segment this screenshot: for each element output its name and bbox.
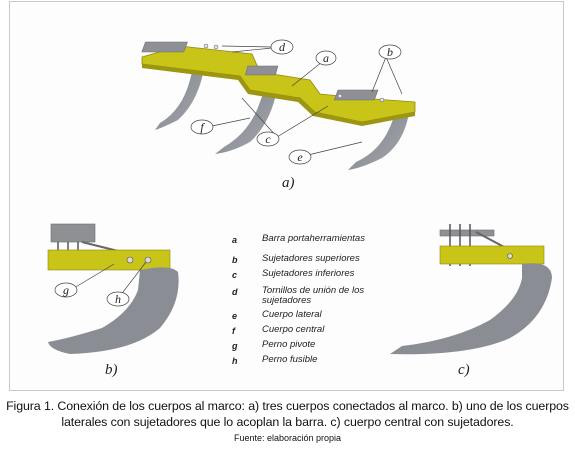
frame-bar-b (47, 249, 171, 271)
legend-text: Sujetadores inferiores (262, 268, 355, 279)
legend: a Barra portaherramientas b Sujetadores … (232, 234, 382, 370)
legend-text: Sujetadores superiores (262, 253, 360, 264)
panel-b-drawing: g h (47, 223, 179, 354)
legend-item: h Perno fusible (232, 355, 382, 370)
callout-d: d (279, 40, 286, 54)
callout-h: h (115, 292, 121, 306)
callout-c: c (265, 132, 271, 146)
legend-key: e (232, 311, 238, 321)
figure-frame: d a b f c e g h (9, 1, 564, 391)
callout-a: a (323, 51, 329, 65)
panel-c-drawing (390, 224, 552, 355)
legend-item: c Sujetadores inferiores (232, 269, 382, 286)
lateral-body-shank (48, 267, 179, 354)
callout-b: b (387, 45, 393, 59)
legend-key: f (232, 326, 235, 336)
upper-clamp-right (333, 89, 379, 101)
legend-item: a Barra portaherramientas (232, 234, 382, 254)
legend-item: g Perno pivote (232, 340, 382, 355)
panel-a-label: a) (282, 175, 295, 191)
legend-item: f Cuerpo central (232, 325, 382, 340)
upper-clamp-center (245, 65, 279, 76)
figure-illustration: d a b f c e g h (47, 39, 552, 355)
legend-text: Cuerpo central (262, 324, 325, 335)
left-body-shank (155, 62, 205, 130)
legend-item: d Tornillos de unión de los sujetadores (232, 286, 382, 310)
legend-key: h (232, 356, 238, 366)
legend-key: g (232, 341, 238, 351)
callout-e: e (297, 150, 303, 164)
figure-caption: Figura 1. Conexión de los cuerpos al mar… (6, 399, 569, 429)
upper-clamp-plate-b (50, 223, 96, 243)
legend-text: Tornillos de unión de los sujetadores (262, 285, 365, 306)
legend-key: a (232, 235, 238, 245)
frame-bar-c (439, 245, 545, 265)
legend-key: d (232, 287, 238, 297)
legend-item: e Cuerpo lateral (232, 310, 382, 325)
figure-source: Fuente: elaboración propia (233, 433, 342, 443)
legend-text: Cuerpo lateral (262, 309, 322, 320)
legend-key: c (232, 270, 238, 280)
callout-f: f (200, 120, 205, 134)
panel-b-label: b) (105, 362, 118, 378)
panel-c-label: c) (458, 362, 470, 378)
upper-clamp-plate-c (439, 229, 495, 237)
legend-item: b Sujetadores superiores (232, 254, 382, 269)
upper-clamp-left (141, 41, 188, 53)
legend-text: Barra portaherramientas (262, 233, 365, 244)
legend-text: Perno fusible (262, 354, 318, 365)
panel-a-drawing: d a b f c e (141, 39, 416, 170)
right-body-shank (348, 106, 410, 170)
legend-text: Perno pivote (262, 339, 316, 350)
central-body-shank (215, 84, 278, 154)
legend-key: b (232, 255, 238, 265)
central-body-shank-c (390, 263, 552, 355)
callout-g: g (63, 283, 69, 297)
